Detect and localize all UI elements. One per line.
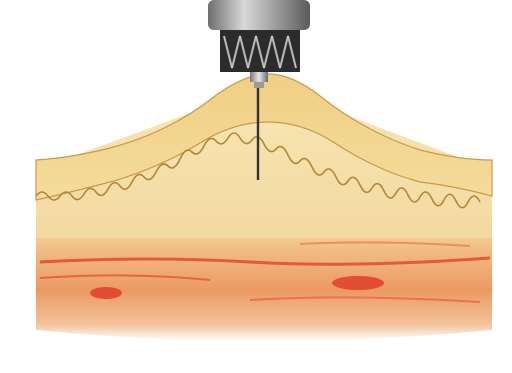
blood-vessel-spot <box>332 276 384 290</box>
pen-body <box>208 0 310 30</box>
muscle-layer <box>36 228 492 341</box>
blood-vessel-spot <box>90 287 122 299</box>
injection-pen-icon <box>208 0 310 88</box>
needle-hub-tip <box>254 82 264 88</box>
needle-hub <box>250 72 268 82</box>
